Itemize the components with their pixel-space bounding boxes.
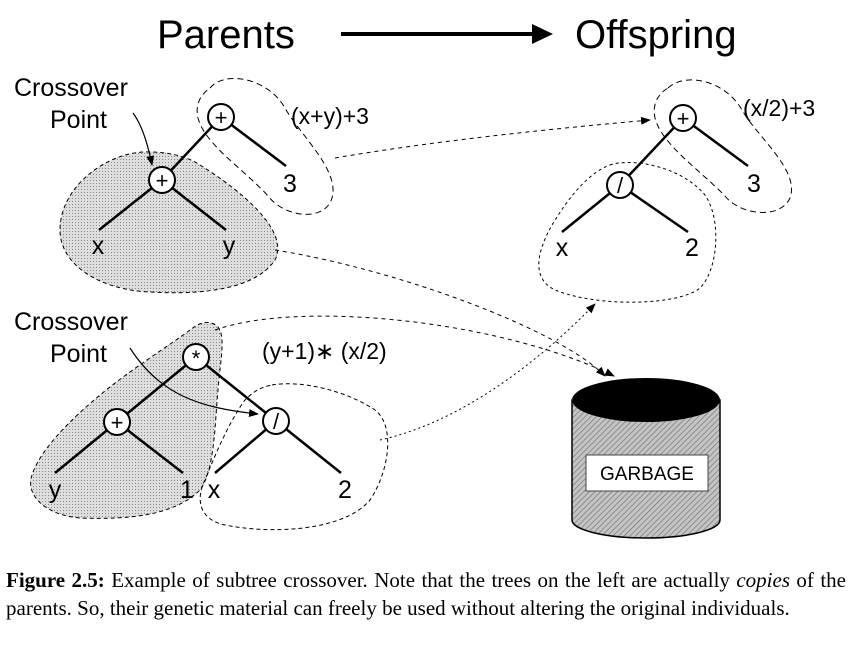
parent2-root-node — [182, 343, 210, 371]
flow-parent1-subtree-to-garbage — [274, 249, 606, 377]
header-arrowhead — [532, 24, 553, 44]
parent2-inner-right-node — [262, 407, 290, 435]
garbage-label: GARBAGE — [600, 464, 694, 485]
parent2-expression: (y+1)∗ (x/2) — [262, 338, 387, 364]
figure-caption: Figure 2.5: Example of subtree crossover… — [6, 566, 846, 622]
offspring-root-node — [669, 104, 697, 132]
parent1-root-label: + — [215, 105, 228, 130]
caption-label: Figure 2.5: — [6, 568, 105, 592]
parent2-leaf-1: 1 — [180, 476, 194, 504]
crossover-point-label-1-line2: Point — [50, 106, 107, 134]
parents-heading: Parents — [157, 13, 295, 57]
parent2-root-label: * — [192, 346, 201, 371]
offspring-leaf-3: 3 — [747, 170, 761, 198]
tree-edge — [116, 356, 197, 423]
tree-edge — [195, 356, 277, 422]
crossover-point-pointer-2 — [129, 347, 259, 418]
flow-parent2-subtree-to-offspring — [379, 303, 596, 441]
parent1-inner-node — [148, 166, 176, 194]
tree-edge — [619, 117, 684, 186]
offspring-inner-node — [606, 171, 634, 199]
parent2-inner-right-label: / — [273, 409, 280, 434]
parent1-remaining-subtree-outline — [196, 77, 334, 215]
garbage-label-box — [585, 454, 709, 492]
garbage-can: GARBAGE — [571, 378, 721, 539]
caption-text-after: of the parents. So, their genetic materi… — [6, 568, 847, 620]
offspring-expression: (x/2)+3 — [743, 95, 815, 121]
parent2-leaf-x: x — [208, 476, 221, 504]
parent1-leaf-3: 3 — [283, 170, 297, 198]
crossover-point-pointer-1 — [132, 112, 155, 166]
parent1-root-node — [207, 103, 235, 131]
subtree-crossover-diagram: Parents Offspring + + x y 3 (x+y)+3 Cros… — [14, 13, 815, 539]
parent1-inner-label: + — [156, 168, 169, 193]
parent2-leaf-y: y — [49, 476, 62, 504]
crossover-point-label-2-line1: Crossover — [14, 308, 128, 336]
caption-emphasis: copies — [736, 568, 791, 592]
parent2-leaf-2: 2 — [338, 476, 352, 504]
parent2-inner-left-node — [103, 408, 131, 436]
parent1-selected-subtree-region — [59, 151, 279, 294]
flow-parent1-root-to-offspring — [334, 116, 651, 159]
offspring-root-label: + — [677, 106, 690, 131]
parent2-inner-left-label: + — [111, 410, 124, 435]
parent1-expression: (x+y)+3 — [291, 103, 369, 129]
parent2-remaining-subtree-outline — [199, 383, 389, 531]
garbage-can-top — [572, 378, 720, 422]
offspring-heading: Offspring — [575, 13, 737, 57]
caption-text-before: Example of subtree crossover. Note that … — [104, 568, 737, 592]
offspring-inserted-subtree-outline — [538, 162, 717, 303]
tree-edge — [161, 116, 222, 181]
parent1-leaf-y: y — [223, 232, 236, 260]
parent1-leaf-x: x — [92, 232, 105, 260]
crossover-point-label-1-line1: Crossover — [14, 74, 128, 102]
offspring-root-outline — [653, 79, 792, 213]
crossover-point-label-2-line2: Point — [50, 340, 107, 368]
offspring-leaf-2: 2 — [685, 234, 699, 262]
offspring-leaf-x: x — [556, 234, 569, 262]
offspring-inner-label: / — [617, 173, 624, 198]
flow-parent2-subtree-to-garbage — [214, 315, 615, 377]
